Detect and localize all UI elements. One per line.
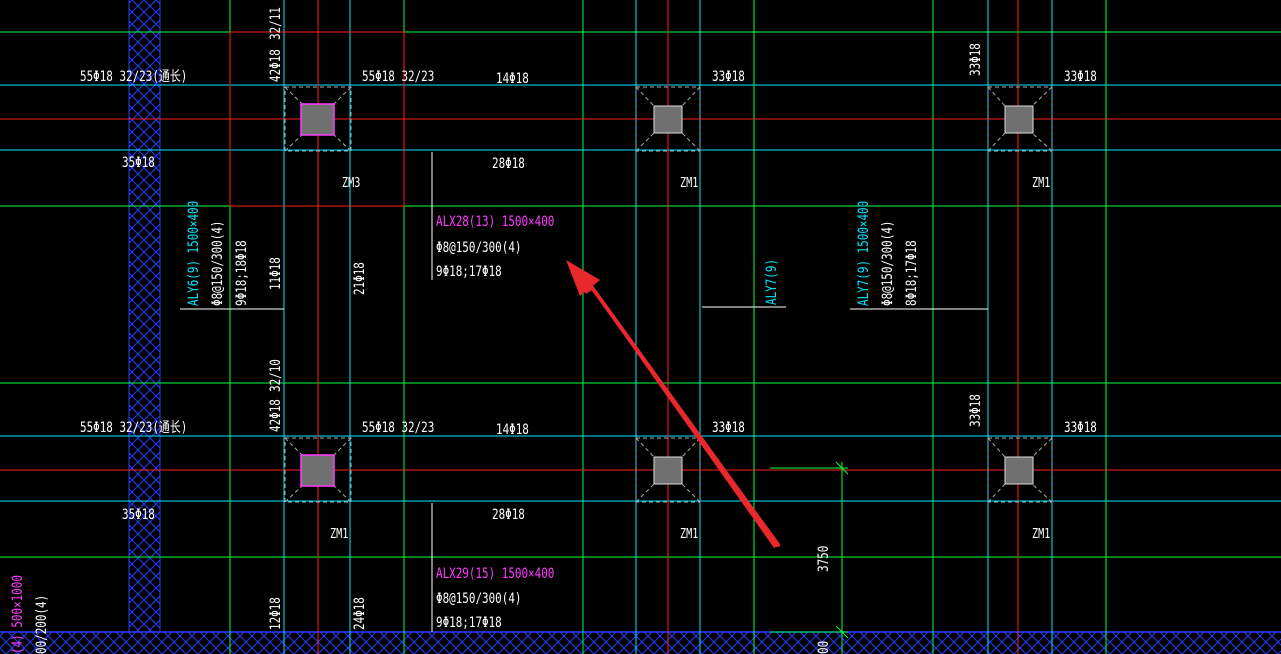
- beam-title-left[interactable]: (4) 500×1000: [10, 575, 26, 654]
- column-top-right[interactable]: [987, 86, 1053, 152]
- rebar-label-vertical: 21Φ18: [352, 262, 368, 295]
- hatched-wall-vertical: [129, 0, 160, 632]
- column-top-mid[interactable]: [635, 86, 701, 152]
- column-bottom-left[interactable]: [284, 437, 352, 503]
- rebar-label-vertical: 32/11: [268, 7, 284, 41]
- rebar-label: 14Φ18: [496, 71, 529, 87]
- beam-stirrup-aly6: Φ8@150/300(4): [210, 220, 226, 306]
- beam-stirrup-left: 00/200(4): [34, 594, 50, 654]
- rebar-label: 28Φ18: [492, 507, 525, 523]
- column-mark: ZM1: [330, 527, 349, 542]
- rebar-label: 14Φ18: [496, 422, 529, 438]
- rebar-label-vertical: 24Φ18: [352, 597, 368, 630]
- rebar-label: 55Φ18 32/23(通长): [80, 420, 188, 436]
- rebar-label: 35Φ18: [122, 507, 155, 523]
- red-arrow-icon: [566, 260, 780, 548]
- rebar-label: 33Φ18: [1064, 69, 1097, 85]
- beam-bars-aly6: 9Φ18;18Φ18: [234, 240, 250, 306]
- white-leader-lines: [180, 152, 988, 632]
- dimension-text: 3750: [816, 545, 832, 572]
- beam-title-alx28[interactable]: ALX28(13) 1500×400: [436, 214, 555, 230]
- rebar-label-vertical: 42Φ18: [268, 399, 284, 432]
- beam-bars-alx28: 9Φ18;17Φ18: [436, 264, 502, 280]
- column-bottom-right[interactable]: [987, 437, 1053, 503]
- beam-bars-alx29: 9Φ18;17Φ18: [436, 615, 502, 631]
- beam-stirrup-aly7: Φ8@150/300(4): [880, 220, 896, 306]
- rebar-label: 55Φ18 32/23: [362, 69, 435, 85]
- column-bottom-mid[interactable]: [635, 437, 701, 503]
- column-mark: ZM3: [342, 176, 361, 191]
- cyan-horizontal-lines: [0, 84, 1281, 502]
- rebar-label-vertical: 33Φ18: [968, 43, 984, 76]
- rebar-label-vertical: 11Φ18: [268, 257, 284, 290]
- beam-title-aly7[interactable]: ALY7(9) 1500×400: [856, 200, 872, 306]
- beam-title-aly7-short[interactable]: ALY7(9): [764, 258, 780, 305]
- column-mark: ZM1: [680, 527, 699, 542]
- rebar-label-vertical: 33Φ18: [968, 394, 984, 427]
- beam-stirrup-alx28: Φ8@150/300(4): [436, 240, 522, 256]
- rebar-label: 55Φ18 32/23: [362, 420, 435, 436]
- green-horizontal-lines: [0, 31, 1281, 558]
- column-mark: ZM1: [1032, 527, 1051, 542]
- beam-bars-aly7: 8Φ18;17Φ18: [904, 240, 920, 306]
- rebar-label: 35Φ18: [122, 155, 155, 171]
- rebar-label: 28Φ18: [492, 156, 525, 172]
- rebar-label: 33Φ18: [1064, 420, 1097, 436]
- column-mark: ZM1: [680, 176, 699, 191]
- beam-stirrup-alx29: Φ8@150/300(4): [436, 591, 522, 607]
- rebar-label: 33Φ18: [712, 420, 745, 436]
- column-mark: ZM1: [1032, 176, 1051, 191]
- rebar-label: 33Φ18: [712, 69, 745, 85]
- rebar-label-vertical: 12Φ18: [268, 597, 284, 630]
- beam-title-aly6[interactable]: ALY6(9) 1500×400: [186, 200, 202, 306]
- red-outline: [229, 31, 405, 207]
- dimension-line: [770, 461, 849, 654]
- rebar-label-vertical: 32/10: [268, 359, 284, 392]
- rebar-label: 55Φ18 32/23(通长): [80, 69, 188, 85]
- rebar-label-vertical: 42Φ18: [268, 49, 284, 82]
- dimension-text: 00: [816, 640, 832, 654]
- hatched-wall-bottom: [0, 632, 1281, 654]
- column-top-left[interactable]: [284, 86, 352, 152]
- beam-title-alx29[interactable]: ALX29(15) 1500×400: [436, 566, 555, 582]
